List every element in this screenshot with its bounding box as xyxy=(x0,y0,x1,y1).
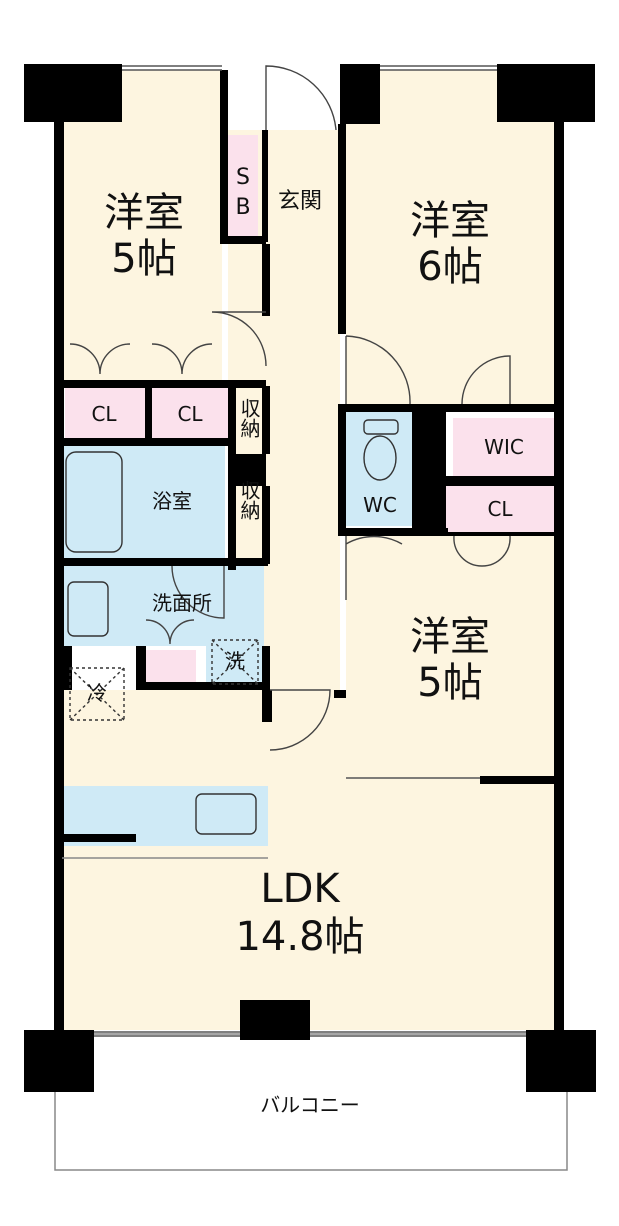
washer-label: 洗 xyxy=(225,649,245,673)
shoe-box-label-s: S xyxy=(236,165,250,190)
labels: 洋室 5帖 洋室 6帖 洋室 5帖 LDK 14.8帖 S B 玄関 CL CL… xyxy=(87,165,524,1117)
room-size-western-ne: 6帖 xyxy=(417,244,482,290)
room-name-western-e: 洋室 xyxy=(410,614,490,660)
fixtures xyxy=(62,419,399,859)
toilet-bowl xyxy=(363,435,397,481)
room-western-nw xyxy=(62,70,222,388)
fridge-space xyxy=(69,667,125,721)
room-size-western-e: 5帖 xyxy=(417,660,482,706)
room-ldk-east xyxy=(346,780,556,1030)
closet-nw-left xyxy=(65,388,145,438)
washer-pan xyxy=(211,639,259,685)
wc-label: WC xyxy=(363,493,397,517)
room-size-ldk: 14.8帖 xyxy=(235,914,364,960)
room-fills xyxy=(62,70,556,1030)
bathroom-label: 浴室 xyxy=(152,489,192,513)
wic-label: WIC xyxy=(484,435,524,459)
entrance-label: 玄関 xyxy=(278,189,322,214)
kitchen-sink xyxy=(195,793,257,835)
balcony xyxy=(54,1033,568,1171)
walls xyxy=(24,64,596,1092)
toilet-tank xyxy=(363,419,399,435)
bathroom xyxy=(62,446,225,558)
walk-in-closet xyxy=(453,418,555,476)
closet-label-east: CL xyxy=(487,497,513,521)
storage-label-upper: 収納 xyxy=(237,398,261,438)
closet-east xyxy=(446,486,555,532)
fridge-label: 冷 xyxy=(87,681,107,705)
washroom-label: 洗面所 xyxy=(152,591,212,615)
room-size-western-nw: 5帖 xyxy=(111,236,176,282)
closet-nw-right xyxy=(152,388,228,438)
wc-room xyxy=(346,412,412,526)
room-name-western-nw: 洋室 xyxy=(104,190,184,236)
shoe-box-label-b: B xyxy=(235,195,250,220)
door-swings xyxy=(69,65,511,751)
closet-label-nw-right: CL xyxy=(177,402,203,426)
washroom-lower xyxy=(206,646,264,686)
wet-area-fills xyxy=(62,412,412,846)
closet-label-nw-left: CL xyxy=(91,402,117,426)
washroom-cabinet xyxy=(146,650,196,686)
balcony-label: バルコニー xyxy=(260,1093,360,1117)
room-name-western-ne: 洋室 xyxy=(410,198,490,244)
wash-basin xyxy=(67,581,109,637)
storage-label-lower: 収納 xyxy=(237,480,261,520)
washroom xyxy=(62,566,264,646)
room-western-ne xyxy=(346,70,556,410)
bathtub xyxy=(65,451,123,553)
shoe-box xyxy=(228,135,258,239)
closet-fills xyxy=(65,135,555,686)
windows xyxy=(94,65,526,1037)
room-name-ldk: LDK xyxy=(260,866,341,912)
